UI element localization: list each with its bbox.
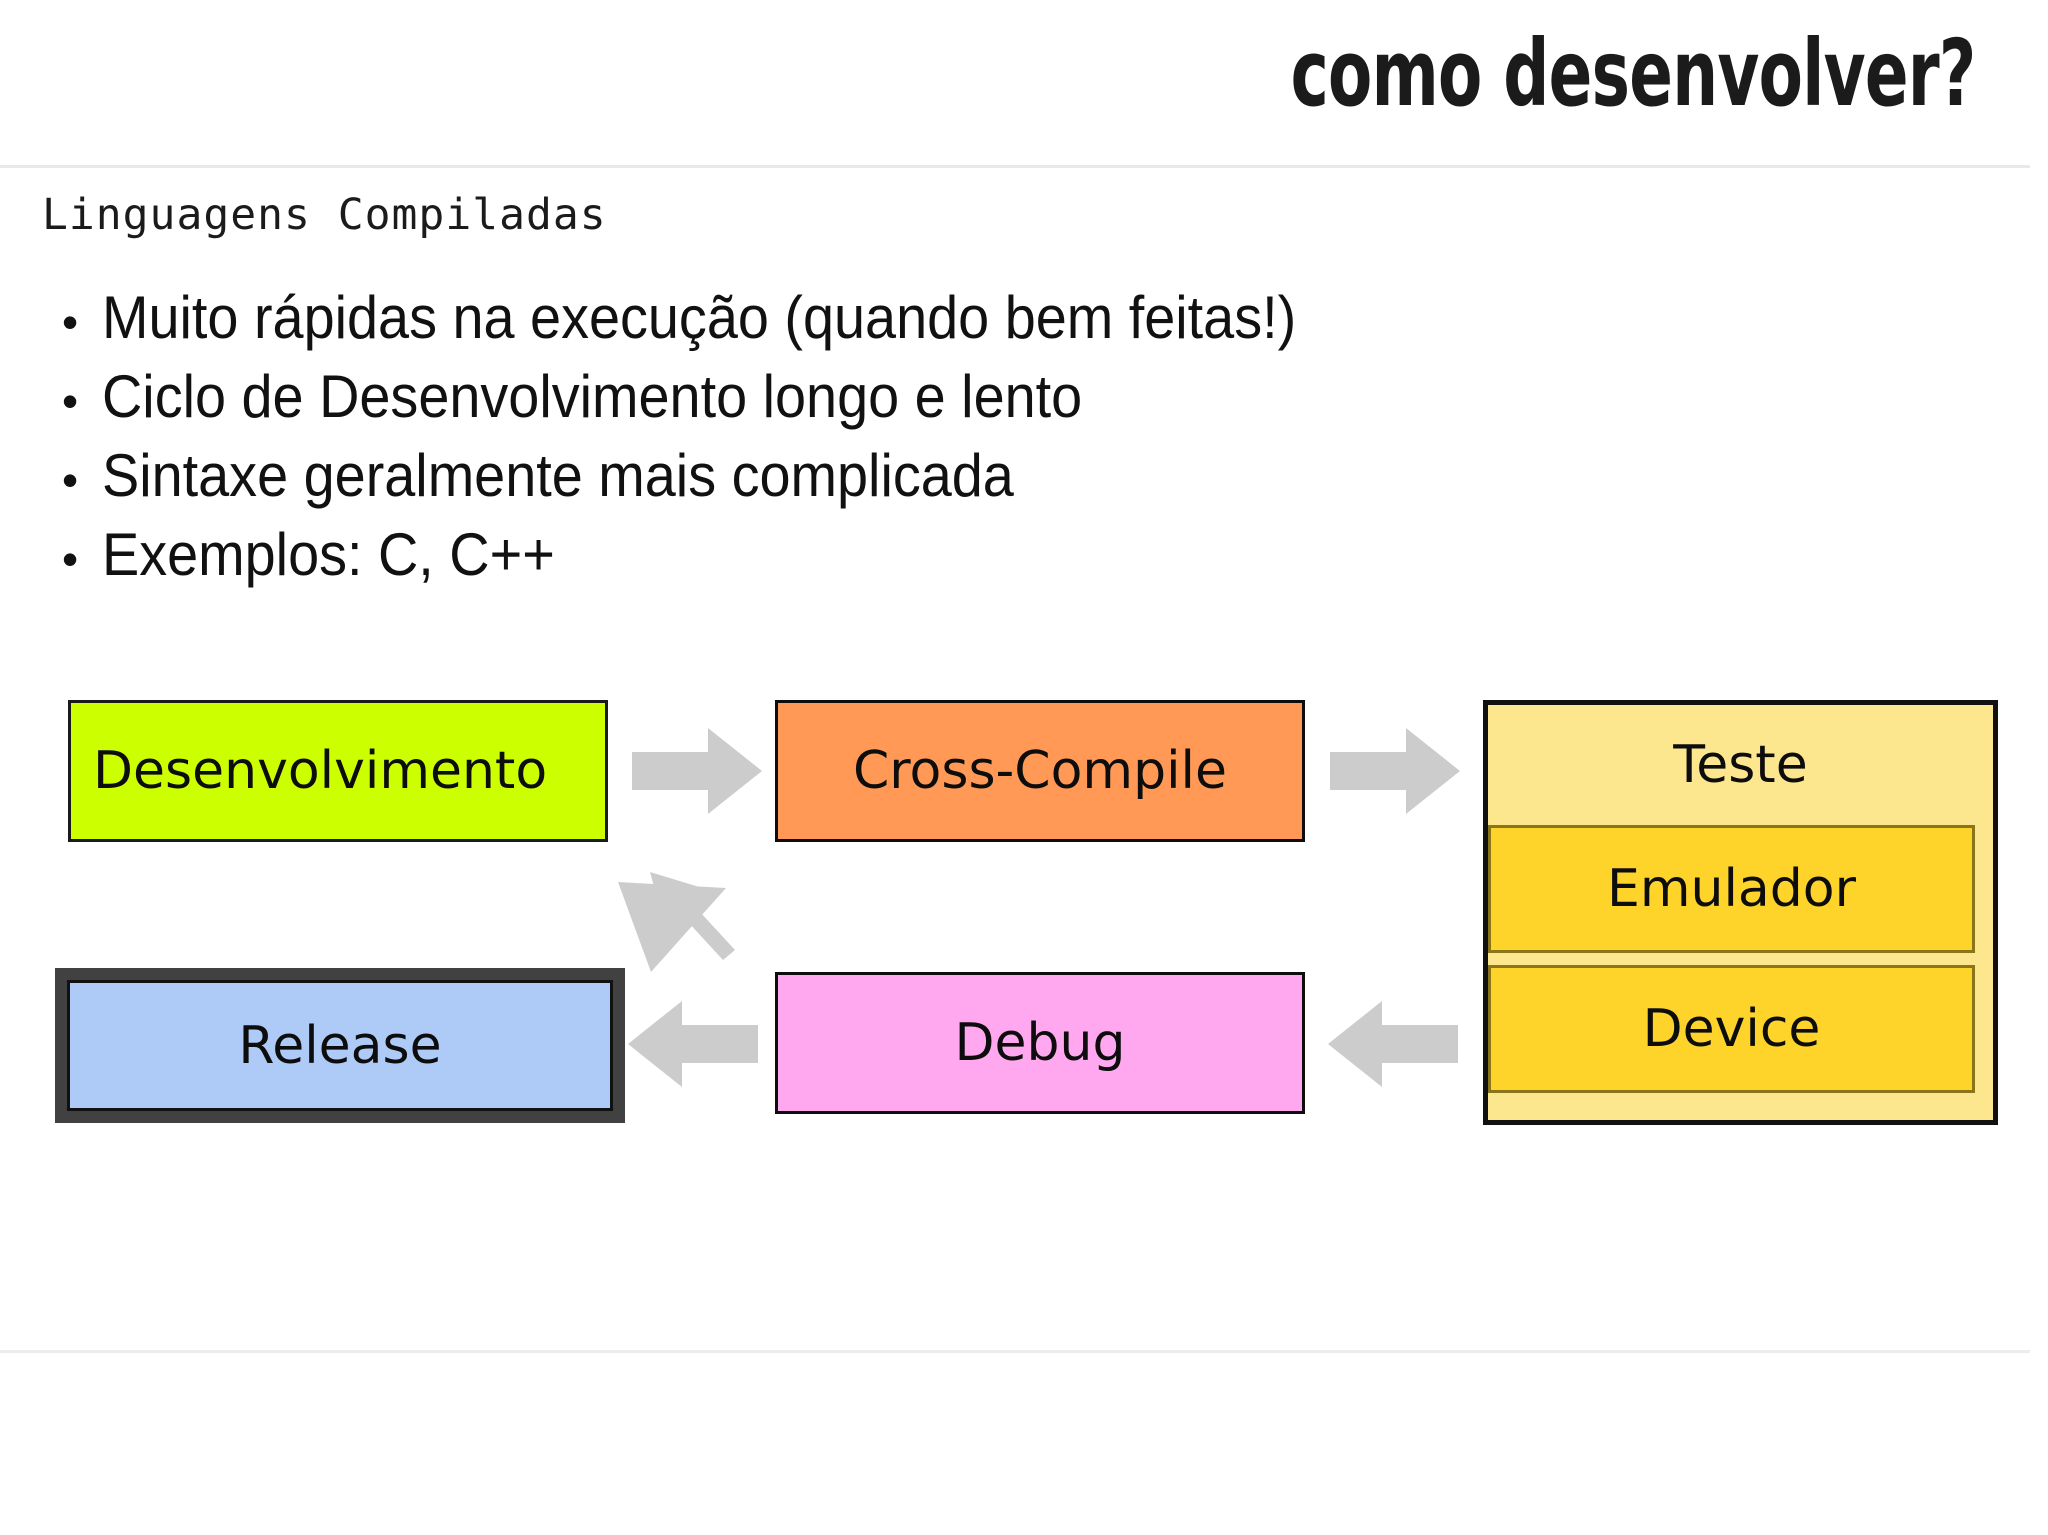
arrow-cross-to-teste-icon — [1330, 728, 1460, 814]
footer-divider — [0, 1350, 2030, 1353]
node-cross-compile[interactable]: Cross-Compile — [775, 700, 1305, 842]
arrow-debug-to-dev-icon — [650, 872, 735, 960]
bullet-text: Muito rápidas na execução (quando bem fe… — [102, 284, 1297, 351]
node-teste-group[interactable]: Teste Emulador Device — [1483, 700, 1998, 1125]
node-label: Debug — [954, 1013, 1126, 1073]
list-item: • Sintaxe geralmente mais complicada — [62, 446, 1662, 525]
node-debug[interactable]: Debug — [775, 972, 1305, 1114]
node-emulador[interactable]: Emulador — [1488, 825, 1975, 953]
header-divider — [0, 165, 2030, 168]
node-release-frame[interactable]: Release — [55, 968, 625, 1123]
node-device[interactable]: Device — [1488, 965, 1975, 1093]
node-label: Cross-Compile — [853, 741, 1227, 801]
node-desenvolvimento[interactable]: Desenvolvimento — [68, 700, 608, 842]
bullet-dot-icon: • — [62, 375, 79, 427]
bullet-list: • Muito rápidas na execução (quando bem … — [62, 288, 1662, 604]
node-label: Release — [238, 1015, 442, 1076]
arrow-debug-to-dev-head-icon — [618, 882, 726, 972]
bullet-text: Sintaxe geralmente mais complicada — [102, 442, 1014, 509]
page-title: Como desenvolver? — [1291, 20, 1977, 127]
arrow-dev-to-cross-icon — [632, 728, 762, 814]
node-label: Teste — [1673, 735, 1808, 795]
bullet-dot-icon: • — [62, 533, 79, 585]
bullet-text: Ciclo de Desenvolvimento longo e lento — [102, 363, 1083, 430]
list-item: • Muito rápidas na execução (quando bem … — [62, 288, 1662, 367]
list-item: • Ciclo de Desenvolvimento longo e lento — [62, 367, 1662, 446]
bullet-dot-icon: • — [62, 454, 79, 506]
bullet-dot-icon: • — [62, 296, 79, 348]
list-item: • Exemplos: C, C++ — [62, 525, 1662, 604]
arrow-debug-to-release-icon — [628, 1001, 758, 1087]
arrow-teste-to-debug-icon — [1328, 1001, 1458, 1087]
footer: LiNUX EM SiSTEMAS EMBARCADOS CES — [0, 1353, 2048, 1535]
section-subtitle: Linguagens Compiladas — [42, 190, 607, 240]
node-label: Device — [1642, 999, 1821, 1059]
bullet-text: Exemplos: C, C++ — [102, 521, 555, 588]
node-label: Emulador — [1607, 859, 1856, 919]
node-label: Desenvolvimento — [93, 741, 548, 801]
node-release[interactable]: Release — [67, 980, 613, 1111]
